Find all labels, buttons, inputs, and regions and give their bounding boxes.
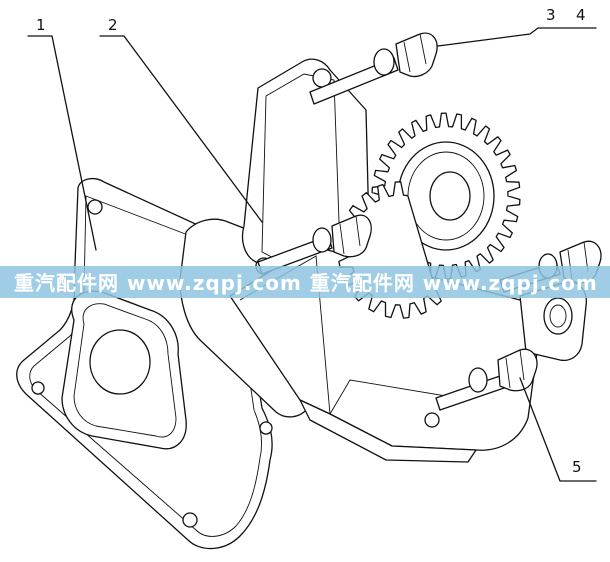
callout-labels: 1 2 3 4 5 bbox=[36, 6, 586, 476]
watermark-band bbox=[0, 266, 610, 298]
leader-5 bbox=[519, 377, 597, 482]
outlet-port bbox=[543, 297, 573, 335]
bolt-top-head-faces bbox=[403, 33, 427, 73]
callout-2: 2 bbox=[108, 16, 118, 34]
callout-3: 3 bbox=[546, 6, 556, 24]
gasket-port-inner bbox=[73, 303, 177, 438]
bolt-top bbox=[309, 32, 438, 105]
bolt-bottom-washer bbox=[468, 367, 488, 393]
pump-lower-block bbox=[299, 399, 477, 463]
gasket-hole-bottom bbox=[182, 512, 198, 528]
leader-3-4 bbox=[437, 27, 597, 47]
leader-2 bbox=[99, 35, 263, 223]
body-lower-hole bbox=[424, 412, 440, 428]
bolt-mid-head-faces bbox=[339, 215, 361, 255]
bolt-top-washer bbox=[373, 48, 395, 76]
callout-4: 4 bbox=[576, 6, 586, 24]
leader-lines bbox=[27, 27, 597, 482]
gasket-hole-top bbox=[87, 199, 103, 215]
outlet-port-inner bbox=[549, 304, 567, 328]
bolt-mid-washer bbox=[312, 227, 332, 253]
gasket-hole-right bbox=[259, 421, 273, 435]
watermark: 重汽配件网 www.zqpj.com 重汽配件网 www.zqpj.com bbox=[0, 266, 610, 298]
bolt-bottom bbox=[435, 348, 538, 411]
bolt-bottom-head bbox=[497, 348, 538, 392]
callout-5: 5 bbox=[572, 458, 582, 476]
gasket-round-opening bbox=[89, 329, 151, 395]
gasket-hole-left bbox=[31, 381, 45, 395]
bolt-bottom-head-faces bbox=[505, 349, 525, 389]
bolt-mid-head bbox=[331, 214, 372, 258]
watermark-text: 重汽配件网 www.zqpj.com 重汽配件网 www.zqpj.com bbox=[14, 271, 598, 295]
bolt-top-head bbox=[395, 32, 438, 78]
leader-1 bbox=[27, 35, 97, 251]
callout-1: 1 bbox=[36, 16, 46, 34]
drive-gear-bore bbox=[429, 171, 471, 221]
